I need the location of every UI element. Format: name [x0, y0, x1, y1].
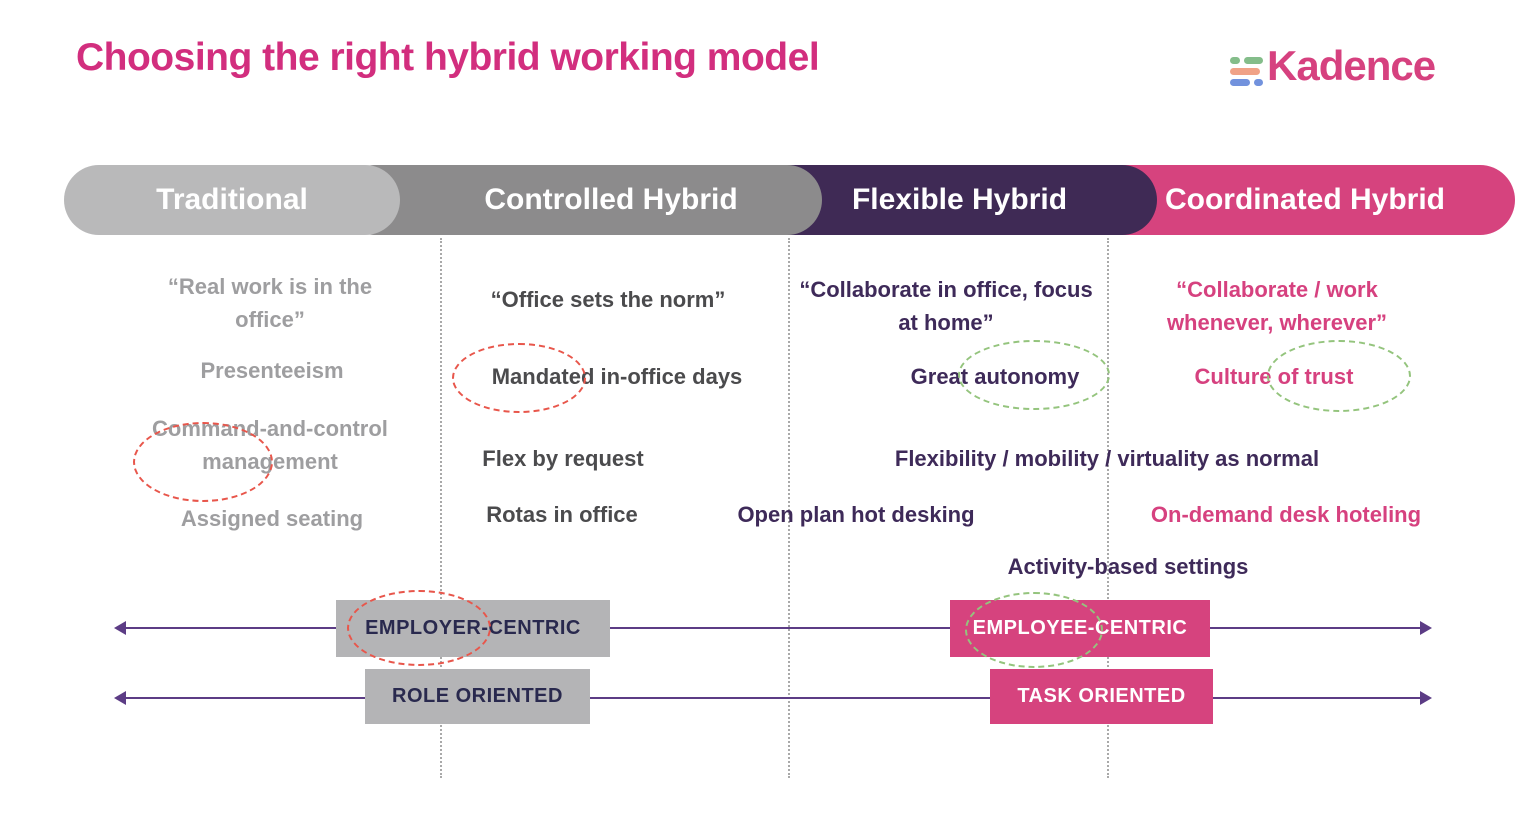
centric-axis-left-arrow-icon — [114, 621, 126, 635]
role-oriented-label: ROLE ORIENTED — [392, 685, 563, 707]
coordinated-item-desk-hoteling: On-demand desk hoteling — [1150, 502, 1422, 527]
pill-controlled-hybrid: Controlled Hybrid — [340, 165, 822, 235]
red-dashed-ellipse-employer — [347, 590, 491, 666]
pill-coordinated-hybrid-label: Coordinated Hybrid — [1164, 183, 1445, 216]
green-dashed-ellipse-employee — [965, 592, 1103, 668]
controlled-item-rotas-in-office: Rotas in office — [486, 502, 638, 527]
traditional-quote: “Real work is in the office” — [167, 274, 373, 332]
traditional-item-assigned-seating: Assigned seating — [180, 506, 364, 531]
oriented-axis-line — [126, 697, 1422, 699]
shared-item-activity-based-settings: Activity-based settings — [1007, 554, 1249, 579]
kadence-logo-text: Kadence — [1267, 42, 1436, 89]
column-separator-3 — [1107, 238, 1109, 778]
coordinated-quote: “Collaborate / work whenever, wherever” — [1166, 277, 1388, 335]
pill-flexible-hybrid-label: Flexible Hybrid — [851, 183, 1068, 216]
red-dashed-ellipse-command-control — [133, 422, 273, 502]
page-title: Choosing the right hybrid working model — [76, 36, 820, 79]
green-dashed-ellipse-autonomy — [958, 340, 1110, 410]
red-dashed-ellipse-mandated — [452, 343, 586, 413]
centric-axis-line — [126, 627, 1422, 629]
pill-controlled-hybrid-label: Controlled Hybrid — [484, 183, 738, 216]
column-separator-2 — [788, 238, 790, 778]
pill-traditional-label: Traditional — [156, 183, 308, 216]
controlled-quote: “Office sets the norm” — [490, 287, 726, 312]
column-separator-1 — [440, 238, 442, 778]
centric-axis-right-arrow-icon — [1420, 621, 1432, 635]
shared-item-open-plan-hot-desking: Open plan hot desking — [737, 502, 975, 527]
kadence-logo: Kadence — [1230, 42, 1436, 90]
oriented-axis-left-arrow-icon — [114, 691, 126, 705]
task-oriented-box: TASK ORIENTED — [990, 669, 1213, 724]
flexible-quote: “Collaborate in office, focus at home” — [799, 277, 1093, 335]
traditional-item-presenteeism: Presenteeism — [200, 358, 344, 383]
green-dashed-ellipse-of-trust — [1267, 340, 1411, 412]
role-oriented-box: ROLE ORIENTED — [365, 669, 590, 724]
pill-traditional: Traditional — [64, 165, 400, 235]
controlled-item-flex-by-request: Flex by request — [482, 446, 644, 471]
task-oriented-label: TASK ORIENTED — [1017, 685, 1186, 707]
oriented-axis-right-arrow-icon — [1420, 691, 1432, 705]
shared-item-flexibility-mobility: Flexibility / mobility / virtuality as n… — [894, 446, 1320, 471]
kadence-logo-mark-icon — [1230, 56, 1263, 86]
